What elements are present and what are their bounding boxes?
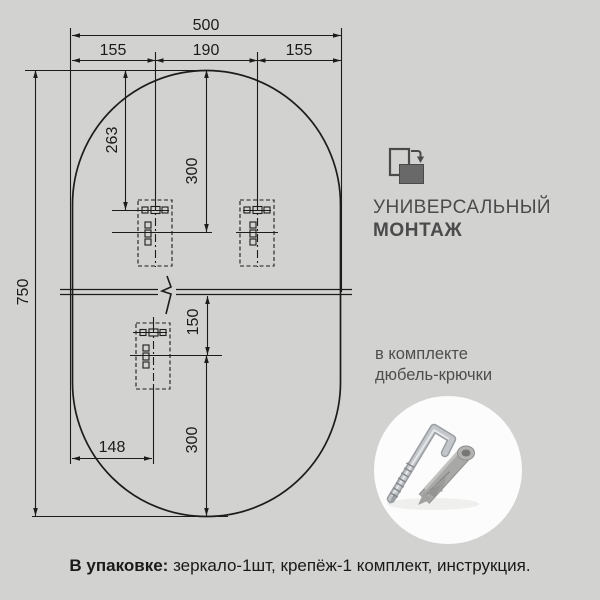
dim-label-155-right: 155 bbox=[286, 42, 313, 59]
dim-label-155-left: 155 bbox=[100, 42, 127, 59]
dim-label-300-lower: 300 bbox=[184, 427, 201, 454]
dim-label-148: 148 bbox=[99, 439, 126, 456]
break-line bbox=[60, 275, 352, 315]
universal-mount-line1: УНИВЕРСАЛЬНЫЙ bbox=[373, 197, 551, 218]
dowel-anchor bbox=[418, 445, 475, 505]
extension-lines bbox=[25, 28, 343, 518]
dim-label-150: 150 bbox=[185, 309, 202, 336]
dim-263: 263 bbox=[104, 70, 128, 210]
hook-screw bbox=[386, 423, 457, 504]
hook-and-dowel-photo bbox=[374, 396, 522, 544]
universal-mount-title: УНИВЕРСАЛЬНЫЙ МОНТАЖ bbox=[373, 196, 551, 242]
dim-label-190: 190 bbox=[193, 42, 220, 59]
dim-label-500: 500 bbox=[193, 17, 220, 34]
package-contents-items: зеркало-1шт, крепёж-1 комплект, инструкц… bbox=[173, 556, 531, 575]
universal-mount-line2: МОНТАЖ bbox=[373, 220, 463, 241]
dim-300-lower: 300 bbox=[184, 355, 209, 516]
mounting-plate-upper-left bbox=[137, 199, 173, 267]
included-note-line1: в комплекте bbox=[375, 345, 468, 363]
dim-total-height: 750 bbox=[15, 70, 38, 516]
mounting-plate-lower bbox=[135, 322, 171, 390]
package-contents: В упаковке: зеркало-1шт, крепёж-1 компле… bbox=[0, 556, 600, 576]
included-note-line2: дюбель-крючки bbox=[375, 366, 493, 384]
dim-148: 148 bbox=[72, 439, 152, 461]
included-note: в комплекте дюбель-крючки bbox=[375, 344, 492, 386]
dim-total-width: 500 bbox=[72, 17, 341, 38]
dim-label-300-upper: 300 bbox=[184, 158, 201, 185]
mounting-plate-upper-right bbox=[239, 199, 275, 267]
dim-label-263: 263 bbox=[104, 127, 121, 154]
rotate-mount-icon bbox=[388, 147, 425, 184]
dim-150: 150 bbox=[185, 296, 210, 355]
package-contents-label: В упаковке: bbox=[69, 556, 169, 575]
dim-top-row: 155 190 155 bbox=[72, 42, 341, 63]
dim-label-750: 750 bbox=[15, 279, 32, 306]
dim-300-upper: 300 bbox=[184, 70, 209, 232]
